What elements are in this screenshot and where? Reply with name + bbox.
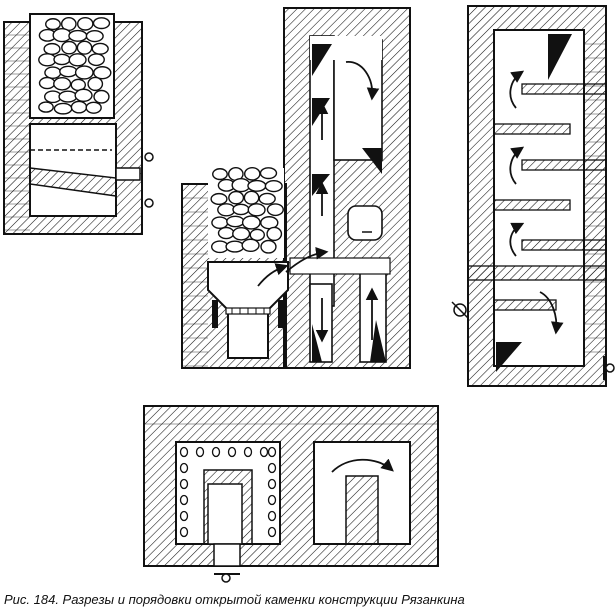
stone [217, 203, 236, 217]
figure-caption: Рис. 184. Разрезы и порядовки открытой к… [4, 592, 465, 607]
stone [243, 166, 261, 181]
section-right [451, 5, 615, 387]
stone [259, 167, 278, 180]
stone [93, 66, 112, 80]
valve-handle-upper [141, 142, 154, 168]
brick-joints-center [182, 197, 208, 367]
stone [225, 240, 245, 253]
stone [264, 179, 283, 193]
air-openings [179, 446, 277, 538]
stone [74, 88, 93, 103]
air-opening [195, 446, 205, 458]
air-opening [179, 494, 189, 506]
stone [249, 228, 266, 242]
stone [45, 18, 61, 31]
stone [243, 190, 260, 205]
stone [61, 40, 78, 55]
air-opening [267, 526, 277, 538]
air-opening [267, 494, 277, 506]
stone [210, 192, 228, 206]
stone [53, 76, 72, 91]
stone [232, 203, 250, 216]
valve-handle-side-left [451, 301, 469, 319]
stone [38, 101, 54, 113]
ash-door-handle [214, 573, 240, 583]
stone [266, 203, 284, 217]
stone [52, 27, 72, 43]
stone [38, 53, 57, 67]
section-center [181, 7, 411, 369]
stone [266, 226, 283, 242]
stone [247, 203, 266, 217]
stone [85, 29, 104, 43]
stone [74, 65, 94, 80]
grate [225, 307, 271, 315]
stone [85, 101, 102, 114]
stone [241, 238, 260, 253]
air-opening [179, 478, 189, 490]
stone [58, 90, 78, 103]
air-opening [179, 462, 189, 474]
section-left [3, 13, 154, 235]
stone [91, 42, 109, 55]
stone [68, 29, 88, 42]
stone [59, 65, 78, 78]
air-opening [179, 526, 189, 538]
stone [53, 102, 73, 115]
valve-handle-side-right [603, 356, 615, 380]
stone [231, 177, 251, 193]
stone [241, 215, 261, 230]
stone [211, 216, 229, 230]
stone [226, 215, 245, 228]
stone [232, 226, 251, 241]
stone [247, 179, 267, 192]
air-opening [267, 510, 277, 522]
stone [217, 226, 235, 240]
stone [92, 17, 111, 30]
air-opening [179, 510, 189, 522]
air-opening [211, 446, 221, 458]
stone [87, 76, 104, 92]
air-opening [267, 462, 277, 474]
stone [258, 192, 276, 205]
stone [260, 239, 277, 254]
stone [76, 16, 94, 31]
stone [68, 53, 87, 67]
stone [76, 40, 93, 55]
brick-joints-right [584, 43, 606, 353]
stone [93, 89, 110, 104]
air-opening [267, 478, 277, 490]
stone [212, 168, 228, 181]
air-opening [227, 446, 237, 458]
stone [87, 53, 105, 67]
stone [70, 100, 88, 114]
valve-handle-lower [141, 188, 154, 214]
air-opening [243, 446, 253, 458]
stone [53, 53, 71, 66]
air-opening [179, 446, 189, 458]
plan-bottom [143, 405, 439, 583]
air-opening [267, 446, 277, 458]
stone-fill-left [38, 16, 112, 115]
stone-fill-center [210, 166, 284, 254]
stone [38, 76, 56, 90]
air-opening [259, 446, 269, 458]
stone [228, 190, 245, 205]
stone [43, 42, 61, 56]
stone [44, 66, 62, 80]
brick-joints-left [4, 34, 30, 231]
